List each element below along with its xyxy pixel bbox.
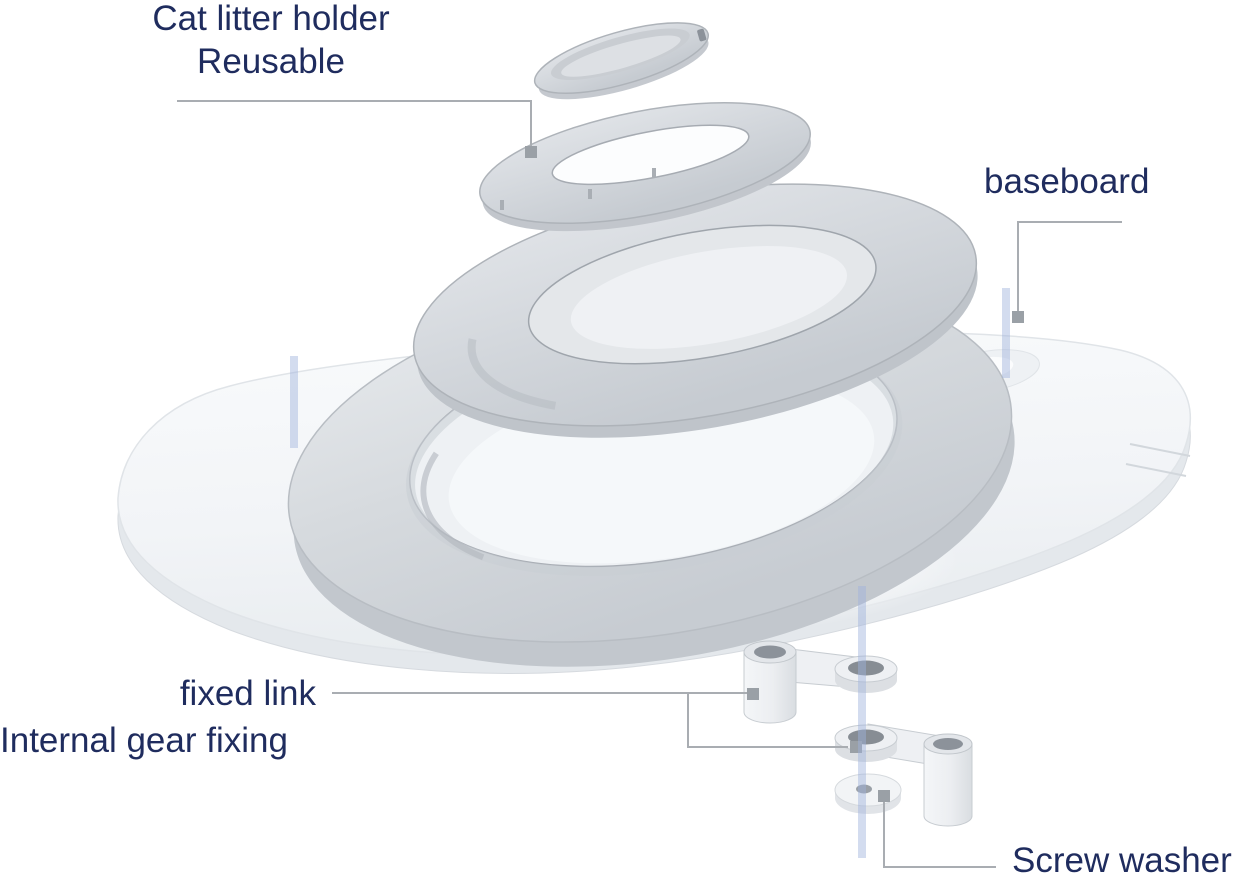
leader-line-holder: [177, 100, 532, 148]
tray-tab: [697, 28, 707, 42]
label-internal-gear-fixing: Internal gear fixing: [0, 721, 288, 760]
training-ring-part: [412, 183, 978, 438]
baseboard-notch: [1125, 443, 1191, 477]
ring-pin: [652, 168, 656, 178]
label-screw-washer: Screw washer: [1012, 841, 1232, 880]
label-cat-litter-holder-line2: Reusable: [197, 41, 345, 81]
label-cat-litter-holder: Cat litter holder Reusable: [140, 0, 402, 83]
ring-pin: [500, 200, 504, 210]
label-cat-litter-holder-line1: Cat litter holder: [152, 0, 390, 38]
reusable-ring-part: [479, 101, 811, 232]
leader-marker: [850, 741, 862, 753]
leader-lines: [177, 100, 1122, 868]
screw-washer-part: [834, 773, 902, 814]
label-fixed-link: fixed link: [179, 674, 316, 713]
label-baseboard: baseboard: [984, 162, 1150, 201]
leader-marker: [747, 688, 759, 700]
litter-holder-tray-part: [533, 22, 710, 100]
leader-marker: [525, 146, 537, 158]
leader-marker: [1012, 311, 1024, 323]
leader-line-internal-gear: [687, 693, 848, 748]
leader-markers: [525, 146, 1024, 802]
leader-marker: [878, 790, 890, 802]
leader-line-screw-washer: [883, 800, 996, 868]
ring-pin: [588, 189, 592, 199]
leader-line-baseboard: [1017, 221, 1122, 312]
fixed-link-upper-part: [743, 640, 898, 724]
alignment-axes: [290, 288, 1010, 858]
